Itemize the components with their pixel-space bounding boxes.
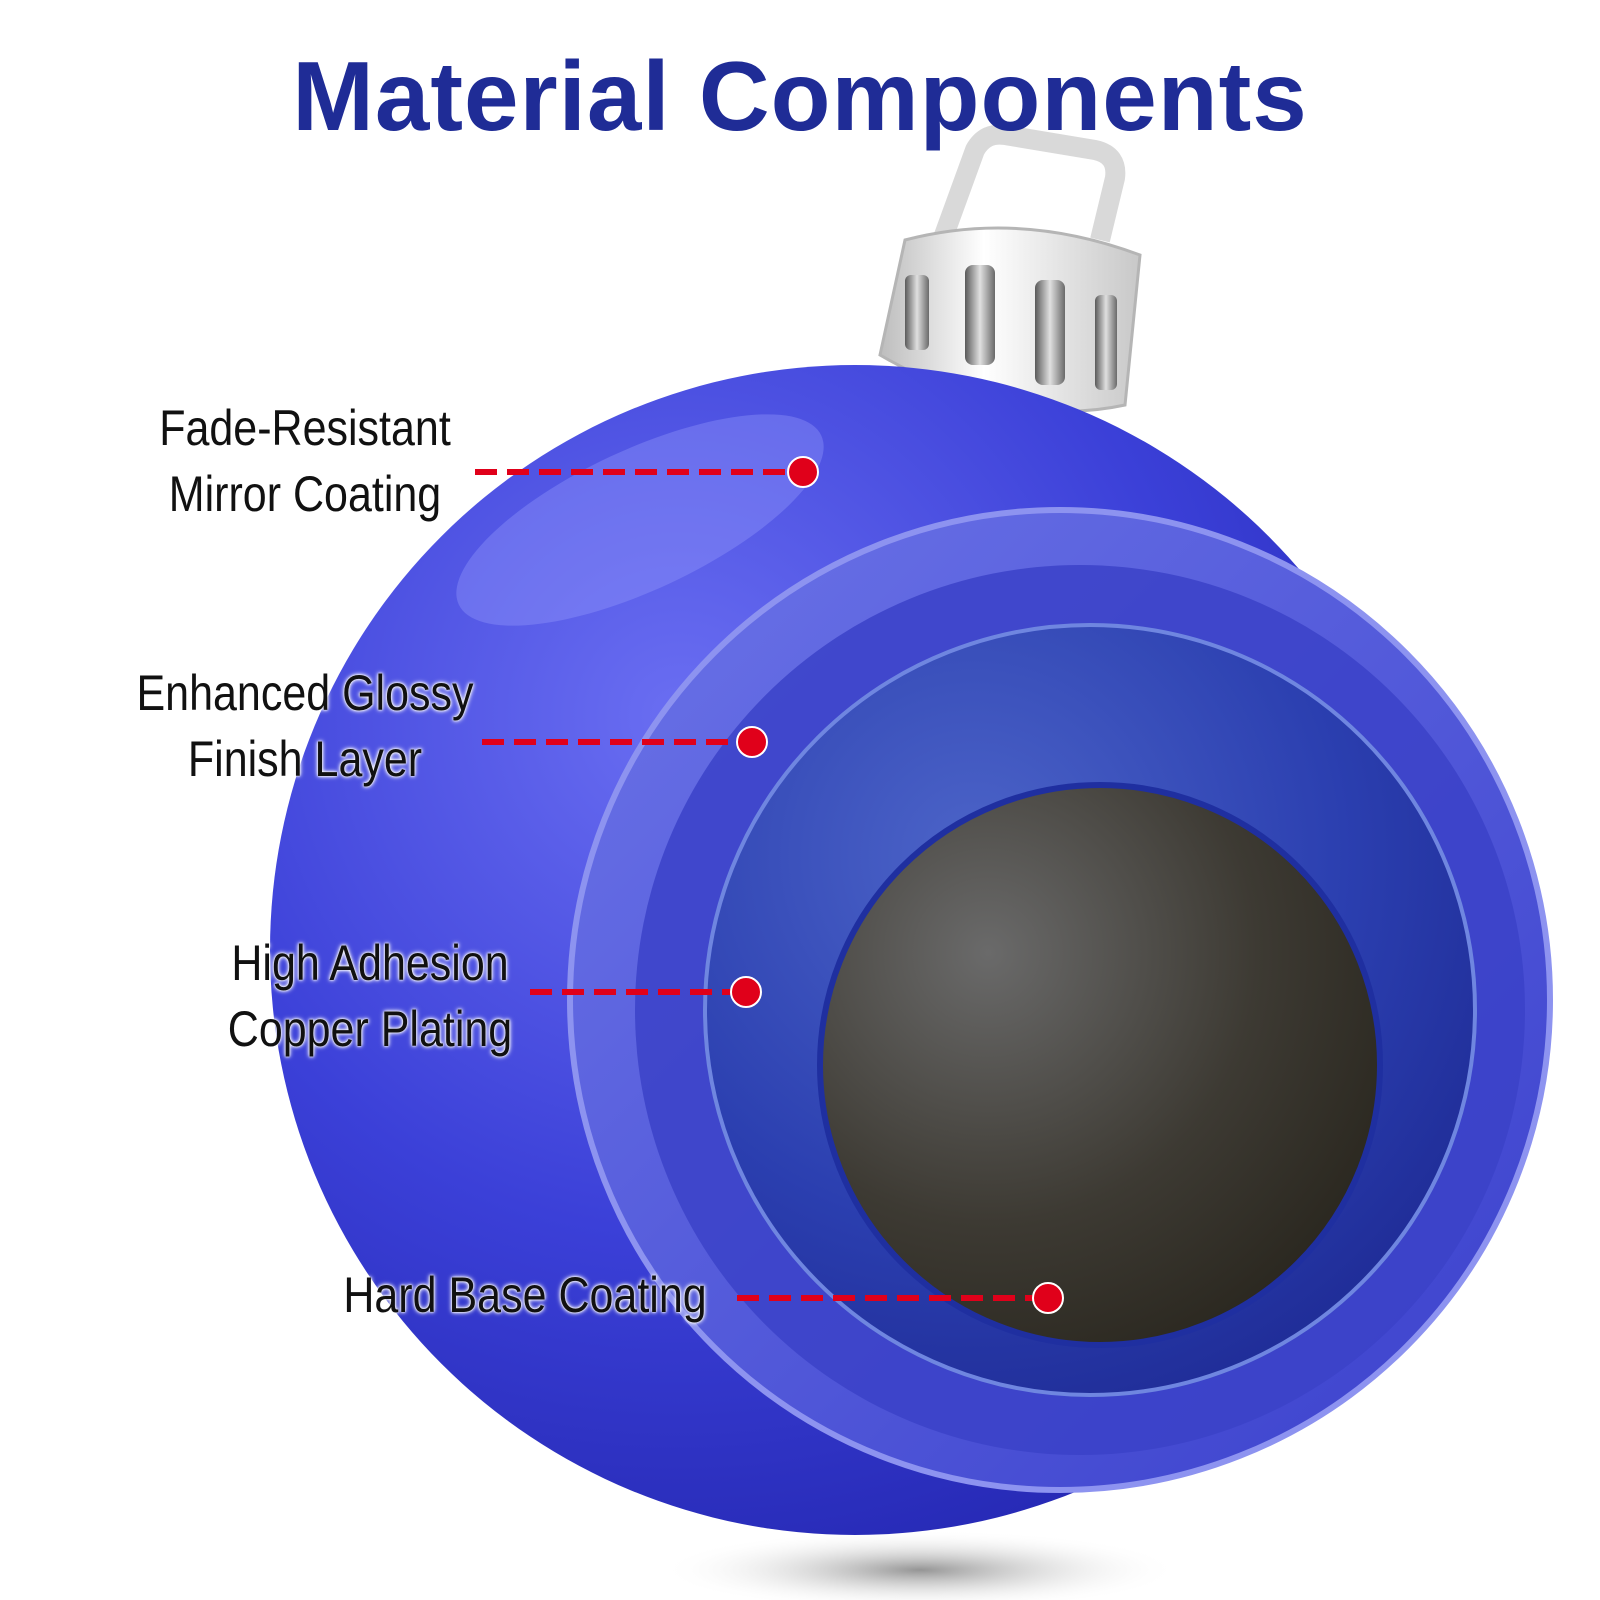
callout-label-copper: High Adhesion Copper Plating [211,930,529,1062]
page-title: Material Components [292,41,1308,151]
callout-dot-base [1032,1282,1064,1314]
callout-label-mirror: Fade-Resistant Mirror Coating [142,395,469,527]
callout-label-glossy: Enhanced Glossy Finish Layer [124,660,485,792]
ornament-highlight [456,414,824,626]
callout-line-2: Mirror Coating [168,466,442,522]
callout-line-1: High Adhesion [231,935,509,991]
callout-leaders [475,456,1064,1314]
callout-label-base: Hard Base Coating [327,1262,723,1328]
callout-dot-glossy [736,726,768,758]
callout-dot-copper [730,976,762,1008]
callout-line-1: Enhanced Glossy [136,665,474,721]
ornament-cap [878,226,1142,413]
callout-line-2: Finish Layer [187,731,423,787]
ground-shadow [660,1530,1180,1600]
cap-hanger-icon [925,124,1126,264]
base-coating-layer [817,782,1383,1348]
callout-line-2: Copper Plating [227,1001,513,1057]
callout-line-1: Fade-Resistant [159,400,451,456]
callout-dot-mirror [787,456,819,488]
callout-line-1: Hard Base Coating [343,1267,707,1323]
